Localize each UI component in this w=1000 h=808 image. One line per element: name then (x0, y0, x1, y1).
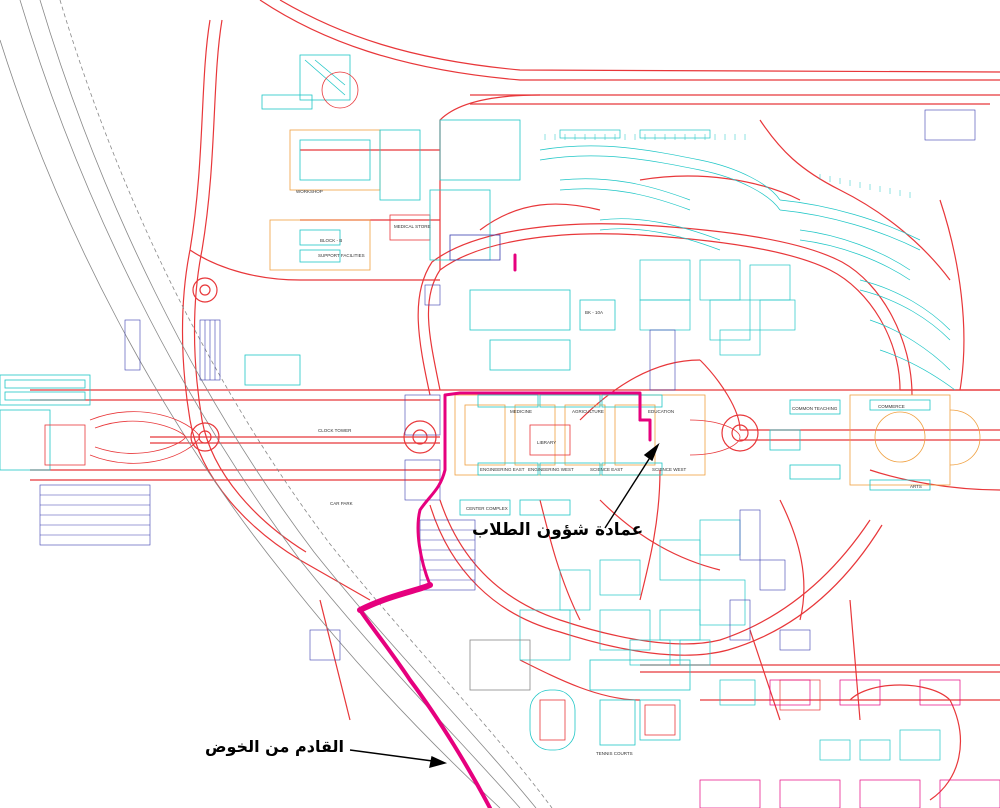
northeast-housing (539, 129, 956, 391)
label-medicine: MEDICINE (510, 409, 532, 414)
label-block-b: BLOCK - B (320, 238, 342, 243)
label-science-east: SCIENCE EAST (590, 467, 623, 472)
label-science-west: SCIENCE WEST (652, 467, 687, 472)
label-student-affairs: عمادة شؤون الطلاب (472, 520, 644, 540)
label-coming-from-khawd: القادم من الخوض (205, 737, 344, 756)
parking-lots (309, 109, 976, 661)
label-bk-10a: BK - 10A (585, 310, 603, 315)
building-labels: CLOCK TOWER MEDICINE AGRICULTURE EDUCATI… (296, 189, 922, 756)
label-education: EDUCATION (648, 409, 674, 414)
label-support-facilities: SUPPORT FACILITIES (318, 253, 365, 258)
label-car-park: CAR PARK (330, 501, 353, 506)
northwest-buildings (244, 54, 521, 386)
west-complex (0, 374, 201, 471)
road-network (30, 0, 1000, 801)
label-workshop: WORKSHOP (296, 189, 323, 194)
annotation-arrows (349, 442, 660, 768)
arrow-coming-from (349, 749, 441, 763)
central-complex (454, 289, 741, 516)
arrow-head-student-affairs (643, 442, 660, 462)
label-clock-tower: CLOCK TOWER (318, 428, 352, 433)
stadium (469, 639, 691, 751)
label-common-teaching: COMMON TEACHING (792, 406, 838, 411)
arrow-head-coming-from (429, 755, 448, 768)
highway (0, 0, 553, 808)
southeast-blocks (699, 679, 1000, 808)
label-agriculture: AGRICULTURE (572, 409, 604, 414)
east-complex (769, 394, 981, 491)
highlighted-route (357, 253, 652, 808)
label-engineering-east: ENGINEERING EAST (480, 467, 525, 472)
roundabouts (190, 277, 759, 454)
label-tennis-courts: TENNIS COURTS (596, 751, 633, 756)
label-library: LIBRARY (537, 440, 556, 445)
label-commerce: COMMERCE (878, 404, 905, 409)
label-engineering-west: ENGINEERING WEST (528, 467, 574, 472)
west-parking (39, 319, 221, 546)
label-center-complex: CENTER COMPLEX (466, 506, 508, 511)
south-clusters (519, 259, 796, 666)
label-arts: ARTS (910, 484, 922, 489)
label-medical-store: MEDICAL STORE (394, 224, 431, 229)
northeast-housing-ticks (544, 134, 911, 198)
